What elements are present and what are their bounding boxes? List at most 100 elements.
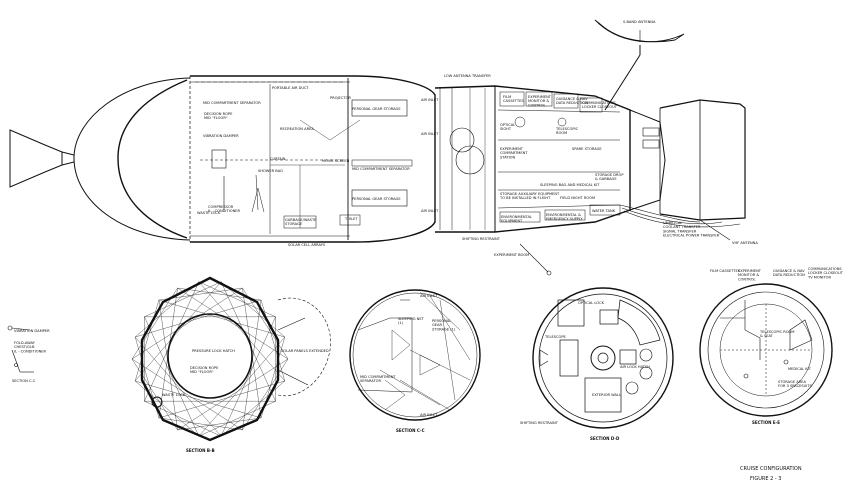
lattice-rope [158, 299, 285, 338]
lattice-rope [131, 287, 178, 360]
label-projector: PROJECTOR [330, 96, 351, 100]
label-ee-medical: MEDICAL KIT [788, 367, 812, 371]
label-ee-film: FILM CASSETTES [710, 269, 741, 273]
lattice-rope [134, 300, 160, 382]
service-module [659, 99, 746, 221]
lattice-rope [131, 358, 178, 431]
label-shower-bag: SHOWER BAG [258, 169, 283, 173]
label-solar-cell-arrays: SOLAR CELL ARRAYS [288, 243, 326, 247]
lattice-rope [135, 380, 262, 419]
label-waste-lock: WASTE LOCK [197, 211, 221, 215]
label-dd-optical: OPTICAL LOCK [578, 301, 605, 305]
lattice-rope [144, 281, 200, 402]
label-spare-storage: SPARE STORAGE [572, 147, 602, 151]
lattice-rope [260, 300, 286, 382]
label-personal-gear-2: PERSONAL GEAR STORAGE [352, 197, 401, 201]
section-bb-title: SECTION B-B [186, 448, 215, 453]
section-dd-title: SECTION D-D [590, 436, 620, 441]
label-personal-gear-1: PERSONAL GEAR STORAGE [352, 107, 401, 111]
lattice-rope [158, 287, 243, 301]
lattice-rope [177, 287, 289, 360]
lattice-rope [198, 281, 285, 382]
label-field-night-room: FIELD NIGHT ROOM [560, 196, 595, 200]
lattice-rope [198, 336, 285, 437]
main-hull [190, 75, 436, 243]
section-cc-drawing [349, 289, 481, 421]
caption-title: CRUISE CONFIGURATION [740, 466, 802, 472]
label-dd-airlock: AIR LOCK HATCH [620, 365, 650, 369]
section-ee-title: SECTION E-E [752, 420, 780, 425]
label-vhf-antenna: VHF ANTENNA [732, 241, 758, 245]
small-detail [7, 325, 34, 373]
lattice-rope [158, 380, 285, 419]
label-dd-shifting: SHIFTING RESTRAINT [520, 421, 559, 425]
lattice-rope [220, 380, 285, 437]
label-storage-drop: STORAGE DROP& GARBAGE [595, 173, 624, 181]
label-bb-solar: SOLAR PANELS EXTENDED [281, 349, 329, 353]
label-experiment-boom: EXPERIMENT BOOM [494, 253, 529, 257]
lattice-rope [135, 281, 200, 338]
lattice-rope [220, 281, 276, 402]
label-movie-screen: MOVIE SCREEN [322, 159, 350, 163]
label-antenna: S-BAND ANTENNA [623, 20, 656, 24]
docking-adapter [629, 109, 666, 211]
s-band-dish [594, 19, 685, 43]
label-low-antenna: LOW ANTENNA TRANSFER [444, 74, 491, 78]
label-bb-waste-lock: WASTE LOCK [162, 393, 186, 397]
label-cc-air-inlet: AIR INLET [420, 294, 438, 298]
label-cc-air-inlet-bottom: AIR INLET [420, 413, 438, 417]
aft-dome-inner [117, 79, 188, 239]
label-mid-sep-top: MID COMPARTMENT SEPARATOR [203, 101, 261, 105]
lattice-rope [220, 281, 285, 338]
lattice-rope [198, 401, 276, 437]
label-vibration-damper: VIBRATION DAMPER [203, 134, 239, 138]
lattice-rope [135, 299, 262, 338]
label-toilet: TOILET [344, 217, 358, 221]
label-sleeping-bag: SLEEPING BAG AND MEDICAL KIT [540, 183, 600, 187]
label-air-inlet-3: AIR INLET [421, 209, 439, 213]
label-environmental-2: ENVIRONMENTAL &EMERGENCY SUPPLY [546, 213, 583, 221]
lattice-rope [131, 358, 243, 431]
engine-bell [9, 129, 63, 188]
lattice-rope [131, 287, 243, 360]
side-view [9, 19, 746, 276]
lattice-rope [242, 358, 289, 431]
section-ee-drawing [699, 283, 833, 417]
label-portable-air-duct: PORTABLE AIR DUCT [272, 86, 310, 90]
label-air-inlet-1: AIR INLET [421, 98, 439, 102]
aft-dome [73, 77, 191, 241]
caption-figure: FIGURE 2 - 3 [750, 476, 781, 482]
lattice-rope [158, 417, 243, 431]
label-bb-center: PRESSURE LOCK HATCH [192, 349, 235, 353]
lattice-rope [177, 417, 262, 431]
section-bb-drawing [131, 276, 331, 442]
label-dd-exterior: EXTERIOR WALL [592, 393, 621, 397]
lattice-rope [144, 281, 222, 317]
lattice-rope [135, 336, 222, 437]
label-b-section-cc: SECTION C-C [12, 379, 36, 383]
section-cc-title: SECTION C-C [396, 428, 425, 433]
label-curtain: CURTAIN [270, 157, 286, 161]
lattice-rope [144, 316, 200, 437]
forward-cone [434, 85, 631, 233]
label-mid-sep-bottom: MID COMPARTMENT SEPARATOR [352, 167, 410, 171]
lattice-rope [177, 358, 289, 431]
lattice-rope [135, 380, 200, 437]
